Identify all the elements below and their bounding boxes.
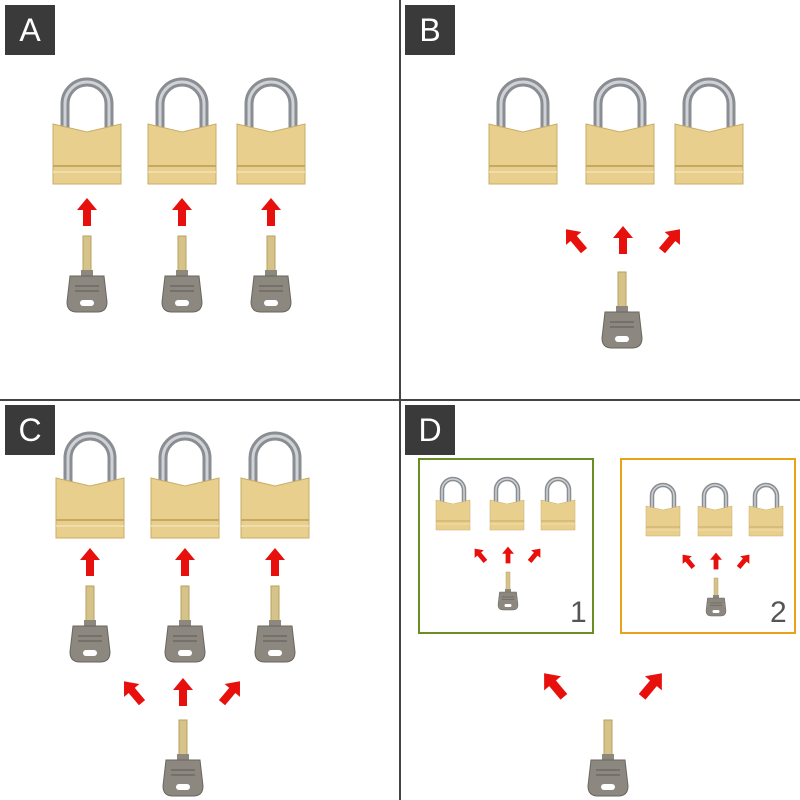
red-arrow-icon xyxy=(173,678,193,706)
red-arrow-icon xyxy=(734,551,754,572)
key-icon xyxy=(498,572,518,610)
padlock-icon xyxy=(237,82,305,184)
red-arrow-icon xyxy=(80,548,100,576)
key-icon xyxy=(602,272,642,348)
padlock-icon xyxy=(53,82,121,184)
panel-label-a: A xyxy=(5,5,55,55)
red-arrow-icon xyxy=(536,666,573,704)
padlock-icon xyxy=(490,479,524,530)
red-arrow-icon xyxy=(470,545,490,566)
padlock-icon xyxy=(698,485,732,536)
padlock-icon xyxy=(151,436,219,538)
red-arrow-icon xyxy=(525,545,545,566)
panel-label-c: C xyxy=(5,405,55,455)
key-icon xyxy=(162,236,202,312)
padlock-icon xyxy=(749,485,783,536)
group-2-number: 2 xyxy=(770,596,787,630)
red-arrow-icon xyxy=(172,198,192,226)
red-arrow-icon xyxy=(502,547,514,564)
panel-label-d: D xyxy=(405,405,455,455)
padlock-icon xyxy=(541,479,575,530)
padlock-icon xyxy=(56,436,124,538)
key-icon xyxy=(251,236,291,312)
red-arrow-icon xyxy=(613,226,633,254)
red-arrow-icon xyxy=(261,198,281,226)
padlock-icon xyxy=(675,82,743,184)
key-icon xyxy=(67,236,107,312)
red-arrow-icon xyxy=(558,223,591,257)
key-icon xyxy=(70,586,110,662)
panel-label-b: B xyxy=(405,5,455,55)
red-arrow-icon xyxy=(116,675,149,709)
red-arrow-icon xyxy=(710,553,722,570)
padlock-icon xyxy=(489,82,557,184)
padlock-icon xyxy=(148,82,216,184)
padlock-icon xyxy=(586,82,654,184)
red-arrow-icon xyxy=(214,675,247,709)
red-arrow-icon xyxy=(175,548,195,576)
key-icon xyxy=(255,586,295,662)
key-icon xyxy=(163,720,203,796)
red-arrow-icon xyxy=(77,198,97,226)
red-arrow-icon xyxy=(265,548,285,576)
padlock-icon xyxy=(436,479,470,530)
group-1-number: 1 xyxy=(570,596,587,630)
key-icon xyxy=(588,720,628,796)
padlock-icon xyxy=(241,436,309,538)
red-arrow-icon xyxy=(634,666,671,704)
key-icon xyxy=(165,586,205,662)
red-arrow-icon xyxy=(654,223,687,257)
red-arrow-icon xyxy=(678,551,698,572)
padlock-icon xyxy=(646,485,680,536)
key-icon xyxy=(706,578,726,616)
